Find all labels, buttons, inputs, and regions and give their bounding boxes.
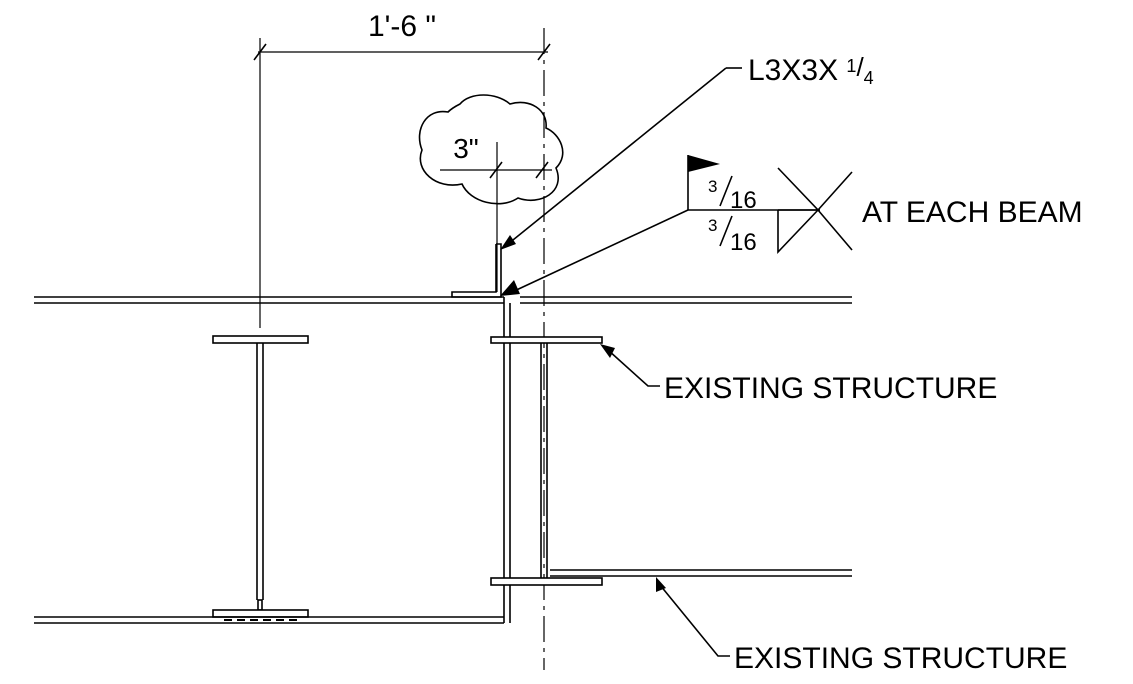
angle-size-text: L3X3X [748, 54, 846, 87]
fillet-weld-arrow-side [777, 167, 820, 211]
new-angle-section [451, 243, 502, 298]
weld-bottom-denominator: 16 [730, 229, 757, 256]
existing-bottom-flange [490, 577, 603, 586]
weld-top-numerator: 3 [708, 177, 717, 196]
existing-structure-lower-callout: EXISTING STRUCTURE [656, 577, 1067, 675]
weld-bottom-numerator: 3 [708, 216, 717, 235]
revision-cloud-outline [418, 94, 564, 205]
angle-callout-text: L3X3X 1/4 [748, 52, 874, 88]
upper-callout-arrowhead [600, 344, 615, 358]
existing-structure-upper-callout: EXISTING STRUCTURE [600, 344, 997, 405]
angle-leader-arrowhead [500, 235, 516, 250]
dimension-overall: 1'-6 " [253, 10, 551, 328]
weld-note-text: AT EACH BEAM [862, 196, 1083, 229]
weld-tail-lower [817, 209, 853, 251]
angle-leader-line [507, 67, 727, 245]
angle-callout: L3X3X 1/4 [500, 52, 874, 250]
dimension-overall-text: 1'-6 " [368, 10, 436, 43]
existing-structure-upper-text: EXISTING STRUCTURE [664, 372, 997, 405]
bottom-slab [34, 569, 852, 624]
top-deck [34, 296, 852, 304]
dimension-offset-text: 3" [453, 133, 479, 164]
upper-callout-leader [607, 349, 660, 387]
beam-web-stub [257, 599, 263, 611]
dimension-tick-left [253, 43, 267, 61]
beam-bottom-flange [212, 609, 309, 618]
weld-arrowhead [500, 280, 520, 296]
weld-tail-upper [817, 171, 853, 211]
lower-callout-leader [659, 584, 730, 657]
angle-thickness-numerator: 1 [846, 56, 856, 76]
weld-bottom-fraction-bar [719, 215, 733, 247]
weld-top-fraction-bar [719, 175, 733, 207]
existing-column [490, 297, 603, 623]
revision-cloud: 3" [418, 94, 564, 292]
angle-outline [451, 243, 502, 298]
offset-tick-left [489, 161, 503, 179]
angle-thickness-denominator: 4 [864, 68, 874, 88]
offset-tick-right [535, 161, 549, 179]
new-wide-flange-beam [212, 335, 309, 621]
fillet-weld-other-side [777, 209, 819, 254]
weld-arrow-line [509, 209, 689, 294]
weld-symbol: 3 16 3 16 AT EACH BEAM [500, 155, 1083, 296]
angle-thickness-slash: / [856, 52, 864, 82]
beam-top-flange [212, 335, 309, 344]
weld-top-denominator: 16 [730, 187, 757, 214]
existing-top-flange [490, 336, 603, 344]
field-weld-flag [688, 155, 720, 172]
existing-structure-lower-text: EXISTING STRUCTURE [734, 642, 1067, 675]
